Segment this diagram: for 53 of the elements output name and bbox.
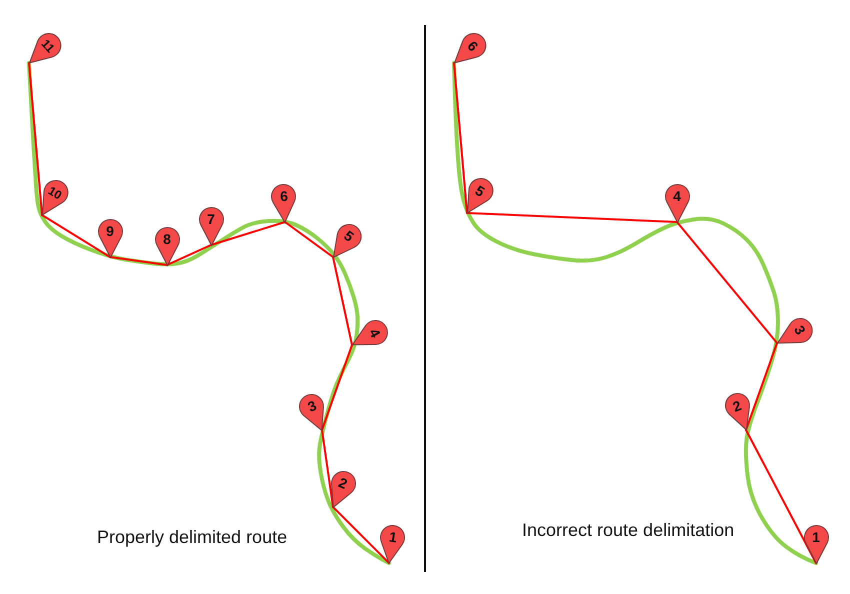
pin-number: 2: [336, 475, 350, 492]
pin-number: 1: [812, 530, 820, 544]
pin-number: 10: [46, 184, 64, 202]
pin-number: 3: [306, 398, 318, 414]
route-line: [28, 62, 43, 216]
panel-caption: Incorrect route delimitation: [522, 520, 734, 542]
route-line: [321, 429, 334, 508]
pin-number: 5: [341, 228, 356, 244]
route-line: [321, 344, 353, 431]
pin-number: 8: [163, 232, 171, 246]
pin-number: 4: [673, 189, 681, 203]
map-pin: [724, 393, 750, 430]
route-line: [109, 256, 168, 266]
map-pin: [42, 180, 68, 216]
map-pin: [198, 206, 224, 246]
pin-number: 3: [792, 324, 808, 338]
map-pin: [271, 184, 296, 222]
map-pin: [664, 184, 690, 222]
map-pin: [776, 318, 812, 344]
pin-number: 7: [207, 212, 215, 226]
route-line: [332, 506, 390, 564]
map-pin: [330, 470, 356, 508]
map-pin: [380, 524, 406, 564]
route-track: [27, 61, 391, 565]
route-line: [453, 62, 468, 214]
map-pin: [454, 33, 486, 64]
pin-number: 6: [466, 38, 482, 54]
pin-number: 4: [366, 326, 383, 340]
route-line: [210, 221, 286, 246]
route-line: [166, 244, 212, 266]
route-line: [745, 429, 817, 564]
map-pin: [332, 224, 362, 258]
route-line: [676, 221, 778, 344]
map-pin: [28, 33, 61, 64]
pin-number: 9: [106, 224, 114, 238]
route-line: [332, 256, 353, 346]
pin-number: 6: [279, 188, 288, 204]
map-pin: [154, 226, 180, 266]
route-line: [745, 342, 778, 431]
pin-number: 5: [473, 182, 488, 199]
panel-caption: Properly delimited route: [97, 527, 288, 549]
pin-number: 1: [388, 530, 398, 545]
pin-number: 11: [40, 36, 58, 54]
map-pin: [98, 218, 122, 258]
map-pin: [299, 394, 324, 430]
route-line: [41, 214, 111, 258]
route-track: [452, 61, 818, 565]
map-pin: [466, 178, 493, 214]
route-line: [284, 221, 334, 258]
route-line: [466, 212, 678, 223]
map-pin: [804, 524, 828, 564]
pin-number: 2: [731, 398, 744, 414]
map-pin: [352, 320, 388, 346]
